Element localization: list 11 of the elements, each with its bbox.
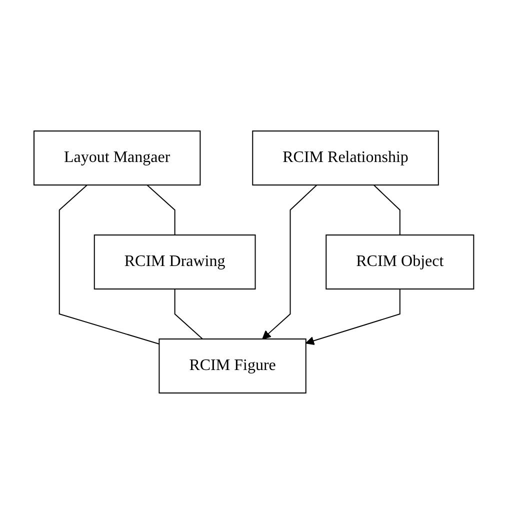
connector xyxy=(58,184,160,344)
arrow xyxy=(305,288,400,345)
node-box: RCIM Drawing xyxy=(94,234,256,289)
connector xyxy=(372,184,400,235)
connector xyxy=(174,288,203,339)
node-box: RCIM Relationship xyxy=(252,130,439,185)
arrow xyxy=(262,184,317,339)
connector xyxy=(146,184,175,235)
node-box: RCIM Object xyxy=(325,234,474,289)
node-box: Layout Mangaer xyxy=(33,130,200,185)
node-box: RCIM Figure xyxy=(158,338,306,393)
